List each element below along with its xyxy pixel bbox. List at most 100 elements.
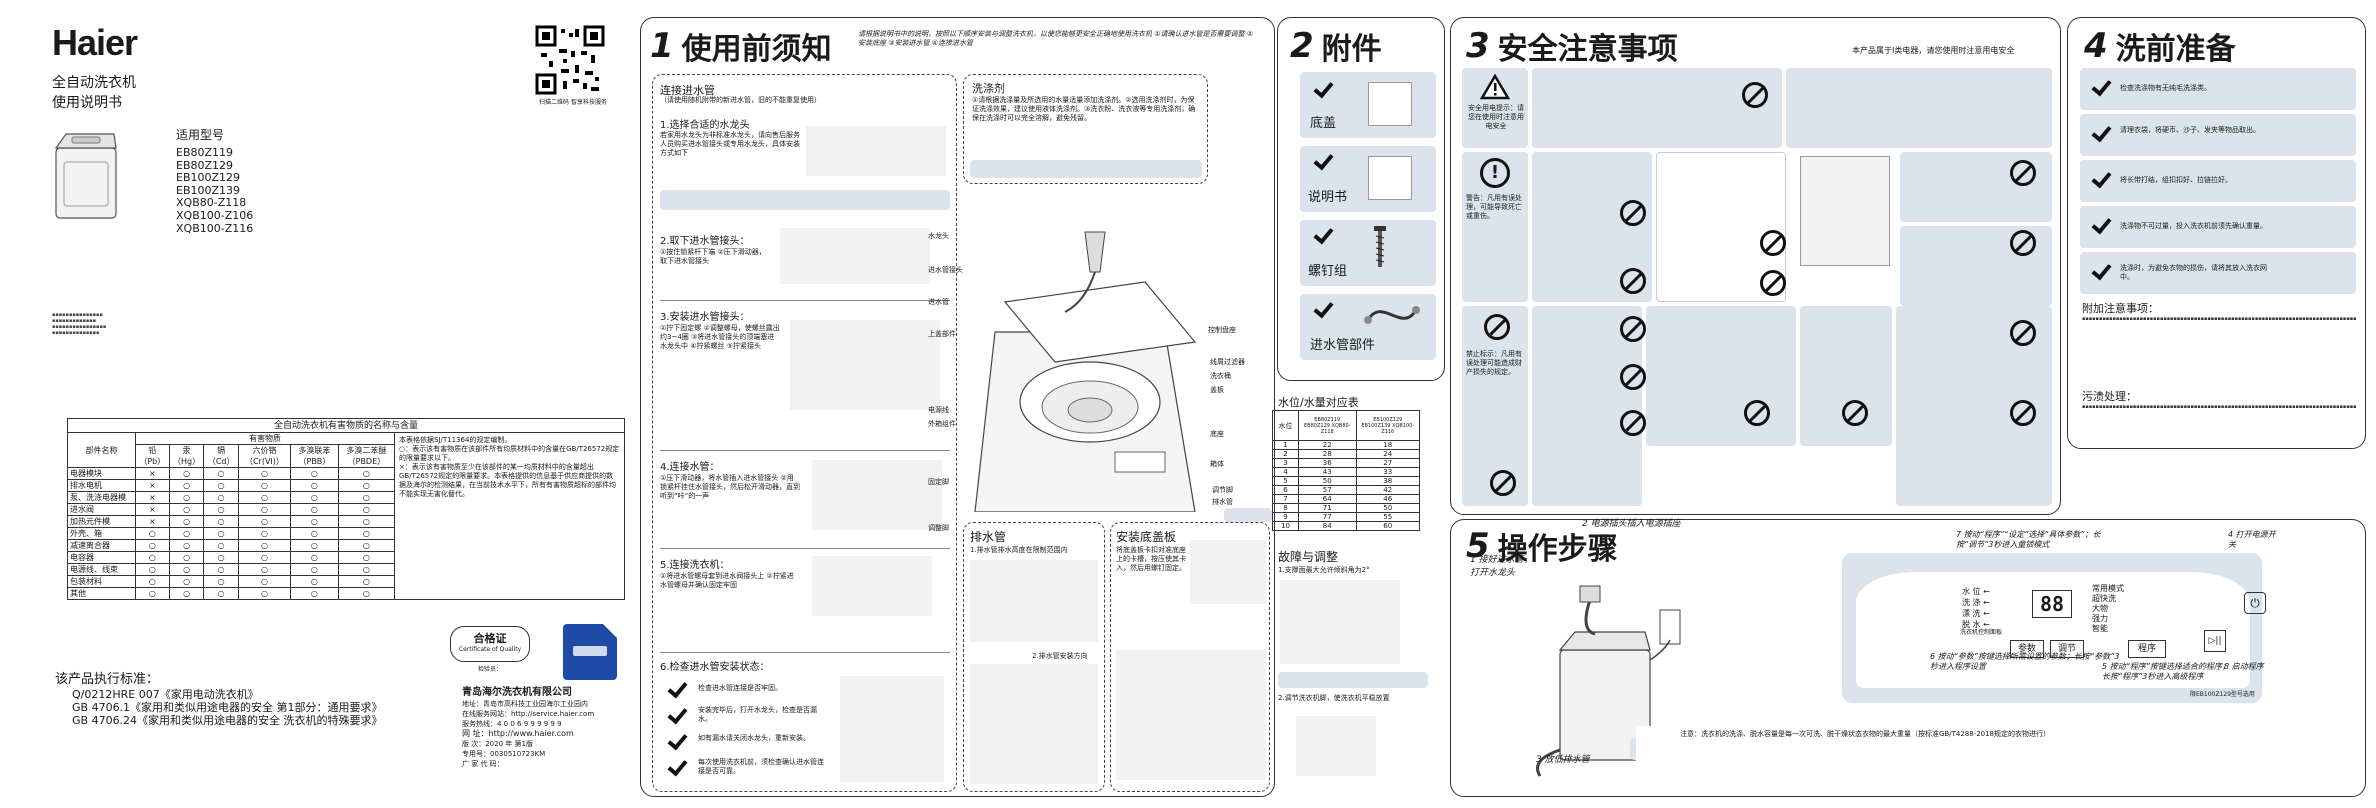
check-item: 每次使用洗衣机前，须检查确认进水管连接是否可靠。 — [698, 758, 824, 775]
accessory-label: 底盖 — [1310, 116, 1337, 131]
op-step-4: 4 打开电源开关 — [2228, 530, 2276, 549]
hazard-part-name: 外壳、箱 — [67, 527, 136, 540]
program-label: 强力 — [2092, 614, 2108, 623]
power-button[interactable]: ⏻ — [2244, 592, 2266, 614]
step3-text: ①拧下固定螺 ②调整螺母，使螺丝露出约3~4圈 ③将进水管接头的顶端塞进水龙头中… — [660, 324, 780, 350]
hazard-cell: ○ — [168, 467, 205, 480]
hazard-cell: ○ — [135, 527, 170, 540]
hazard-cell: ○ — [168, 515, 205, 528]
hazard-cell: ○ — [168, 479, 205, 492]
program-button[interactable]: 程序 — [2128, 640, 2166, 658]
params-button[interactable]: 参数 — [2010, 640, 2044, 658]
sec2-heading: 2 附件 — [1290, 24, 1382, 68]
water-cell: 1 — [1272, 440, 1299, 450]
divider — [660, 652, 950, 653]
adjust-button[interactable]: 调节 — [2050, 640, 2084, 658]
sec3-title: 安全注意事项 — [1497, 32, 1678, 67]
part-label: 上盖部件 — [928, 330, 956, 338]
hazard-cell: ○ — [203, 515, 239, 528]
cert-sub: Certificate of Quality — [458, 646, 522, 653]
part-label: 线屑过滤器 — [1210, 358, 1245, 366]
prep-text: 将长带打结，组扣扣好、拉链拉好。 — [2120, 176, 2232, 184]
col-cd: 镉（Cd） — [203, 444, 239, 468]
cert-title: 合格证 — [473, 632, 507, 645]
cert-inspector: 检验员： — [478, 666, 503, 673]
sec1-number: 1 — [650, 26, 674, 66]
op-step-1: 1 接好进水管，打开水龙头 — [1470, 555, 1533, 578]
water-cell: 57 — [1298, 485, 1357, 495]
panel-label: 脱 水 ← — [1962, 620, 1990, 629]
check-icon — [666, 730, 688, 752]
sec2-title: 附件 — [1321, 32, 1382, 67]
model-item: EB80Z119 — [176, 146, 234, 159]
hazard-cell: ○ — [290, 515, 339, 528]
op-step-3: 3 放低排水管 — [1536, 755, 1590, 765]
prohibit-icon — [1744, 400, 1770, 426]
water-cell: 28 — [1298, 449, 1357, 459]
washer-illustration — [52, 130, 122, 222]
water-cell: 8 — [1272, 503, 1299, 513]
hazard-cell: ○ — [203, 491, 239, 504]
col-pb: 铅（Pb） — [135, 444, 170, 468]
detergent-text: ①请根据洗涤量及所选用的水量适量添加洗涤剂。②选用洗涤剂时，为保证洗涤效果，建议… — [972, 96, 1196, 122]
hazard-cell: ○ — [203, 467, 239, 480]
hazard-part-name: 进水阀 — [67, 503, 136, 516]
step3-title: 3.安装进水管接头： — [660, 312, 750, 323]
operation-washer-illustration — [1500, 580, 1700, 780]
hazard-cell: ○ — [237, 551, 292, 564]
company-website: 在线服务网站：http://service.haier.com — [462, 710, 595, 718]
prohibit-icon — [2010, 160, 2036, 186]
company-hotline: 服务热线：4 0 0 6 9 9 9 9 9 9 — [462, 720, 562, 728]
sec1-note: 请根据说明书中的说明，按照以下顺序安装与调整洗衣机，以使您能够更安全正确地使用洗… — [858, 30, 1253, 47]
part-label: 控制盘座 — [1208, 326, 1236, 334]
water-cell: 77 — [1298, 512, 1357, 522]
hazard-cell: ○ — [135, 563, 170, 576]
check-item: 安装完毕后，打开水龙头，检查是否漏水。 — [698, 706, 817, 723]
qr-code[interactable] — [535, 25, 605, 95]
prohibit-icon — [2010, 400, 2036, 426]
prohibit-icon — [2010, 320, 2036, 346]
op-step-8: 8 启动程序 — [2224, 662, 2264, 671]
detergent-box — [963, 74, 1208, 184]
hazard-cell: ○ — [337, 563, 396, 576]
prohibit-icon — [1620, 200, 1646, 226]
hazard-cell: × — [135, 503, 170, 516]
col-cr: 六价铬（Cr(VI)） — [237, 444, 292, 468]
part-label: 调整脚 — [928, 524, 949, 532]
cover-plate-box — [1110, 522, 1270, 792]
hazard-cell: ○ — [237, 587, 292, 600]
water-cell: 55 — [1355, 512, 1421, 522]
water-cell: 50 — [1298, 476, 1357, 486]
program-label: 常用模式 — [2092, 584, 2124, 593]
part-label: 盖板 — [1210, 386, 1224, 394]
hazard-cell: ○ — [337, 503, 396, 516]
start-pause-button[interactable]: ▷|| — [2204, 630, 2226, 652]
water-cell: 18 — [1355, 440, 1421, 450]
manual-icon — [1368, 156, 1412, 200]
op-step-2: 2 电源插头插入电源插座 — [1582, 519, 1681, 529]
safety-block — [1646, 306, 1796, 446]
hazard-cell: ○ — [168, 551, 205, 564]
hazard-part-name: 电容器 — [67, 551, 136, 564]
connect-title: 连接进水管 — [660, 84, 715, 97]
model-list: EB80Z119 EB80Z129 EB100Z129 EB100Z139 XQ… — [176, 146, 253, 235]
hazard-cell: ○ — [203, 479, 239, 492]
drain-title: 排水管 — [970, 530, 1007, 544]
drain-sub2: 2.排水管安装方向 — [1032, 652, 1088, 660]
water-cell: 24 — [1355, 449, 1421, 459]
water-cell: 33 — [1355, 467, 1421, 477]
program-label: 大物 — [2092, 604, 2108, 613]
hazard-cell: ○ — [168, 503, 205, 516]
hazard-cell: ○ — [290, 575, 339, 588]
hazard-cell: ○ — [168, 575, 205, 588]
hazard-row: 排水电机×○○○○○ — [67, 479, 396, 492]
hazard-cell: × — [135, 479, 170, 492]
hazard-cell: ○ — [237, 539, 292, 552]
company-info: 青岛海尔洗衣机有限公司 地址：青岛市高科技工业园海尔工业园内 在线服务网站：ht… — [462, 686, 594, 769]
drain-sub: 1.排水管排水高度在限制范围内 — [970, 546, 1068, 554]
pipe-connect-illustration — [812, 460, 942, 530]
hazard-cell: ○ — [337, 491, 396, 504]
